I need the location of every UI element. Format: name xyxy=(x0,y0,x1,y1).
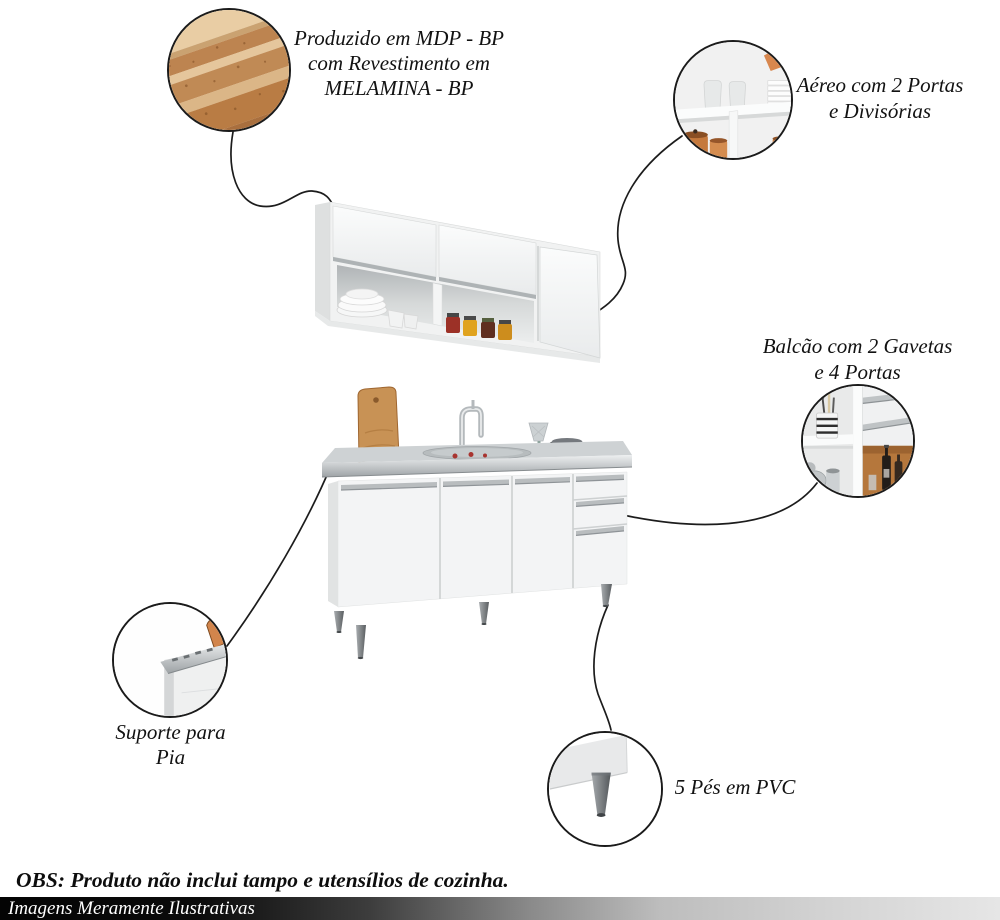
center-partition xyxy=(853,386,863,496)
drawer-stack xyxy=(572,474,628,536)
shelf-divider xyxy=(432,282,443,327)
footer-text: Imagens Meramente Ilustrativas xyxy=(8,898,255,919)
connector-material-line xyxy=(230,131,335,208)
sink-support-corner-image xyxy=(114,604,226,716)
plates-stack xyxy=(336,288,388,318)
wall-cabinet-tall-door xyxy=(539,246,601,359)
shelf-divider xyxy=(728,110,739,158)
cups xyxy=(387,309,419,330)
connector-aereo-line xyxy=(588,135,683,318)
base-cabinet-left-side xyxy=(328,481,338,607)
connector-balcao-line xyxy=(613,482,818,526)
footer-bar: Imagens Meramente Ilustrativas xyxy=(0,897,1000,920)
base-cabinet-front xyxy=(337,471,628,608)
orange-bottle xyxy=(763,49,782,71)
base-cabinet-illustration xyxy=(321,386,633,660)
cutting-board xyxy=(357,386,400,463)
countertop-steel-band xyxy=(322,455,632,477)
steel-sink-support xyxy=(160,644,226,674)
spice-jars xyxy=(446,313,512,340)
wall-cabinet-bottom-band xyxy=(315,311,600,363)
flip-door-handle-right xyxy=(439,277,536,299)
cabinet-shelf xyxy=(675,101,791,120)
callout-label-material: Produzido em MDP - BP com Revestimento e… xyxy=(294,26,504,100)
callout-photo-pvc-foot xyxy=(547,731,663,847)
wall-cabinet-left-side xyxy=(315,202,330,321)
callout-photo-sink-support xyxy=(112,602,228,718)
callout-photo-aereo-interior xyxy=(673,40,793,160)
mdp-wood-boards-image xyxy=(169,10,289,130)
callout-label-pes: 5 Pés em PVC xyxy=(674,775,796,799)
callout-label-balcao: Balcão com 2 Gavetas e 4 Portas xyxy=(762,334,953,384)
callout-label-aereo: Aéreo com 2 Portas e Divisórias xyxy=(796,73,964,123)
flip-door-handle-left xyxy=(333,257,436,281)
obs-note: OBS: Produto não inclui tampo e utensíli… xyxy=(16,868,509,892)
door-handles xyxy=(340,477,571,491)
frosted-cups xyxy=(703,80,746,111)
interior-shelf xyxy=(803,434,854,446)
pvc-foot xyxy=(591,772,611,817)
callout-label-suporte: Suporte para Pia xyxy=(115,720,226,769)
countertop-edge xyxy=(321,466,633,478)
connector-suporte-line xyxy=(226,467,331,647)
wall-cabinet-interior-image xyxy=(675,42,791,158)
connector-pes-line xyxy=(593,604,612,731)
pvc-foot-closeup-image xyxy=(549,733,661,845)
base-cabinet-interior-image xyxy=(803,386,913,496)
sink xyxy=(422,446,532,460)
callout-photo-balcao-interior xyxy=(801,384,915,498)
callout-photo-mdp-boards xyxy=(167,8,291,132)
wall-cabinet-illustration xyxy=(315,201,601,363)
pvc-feet xyxy=(334,584,612,660)
